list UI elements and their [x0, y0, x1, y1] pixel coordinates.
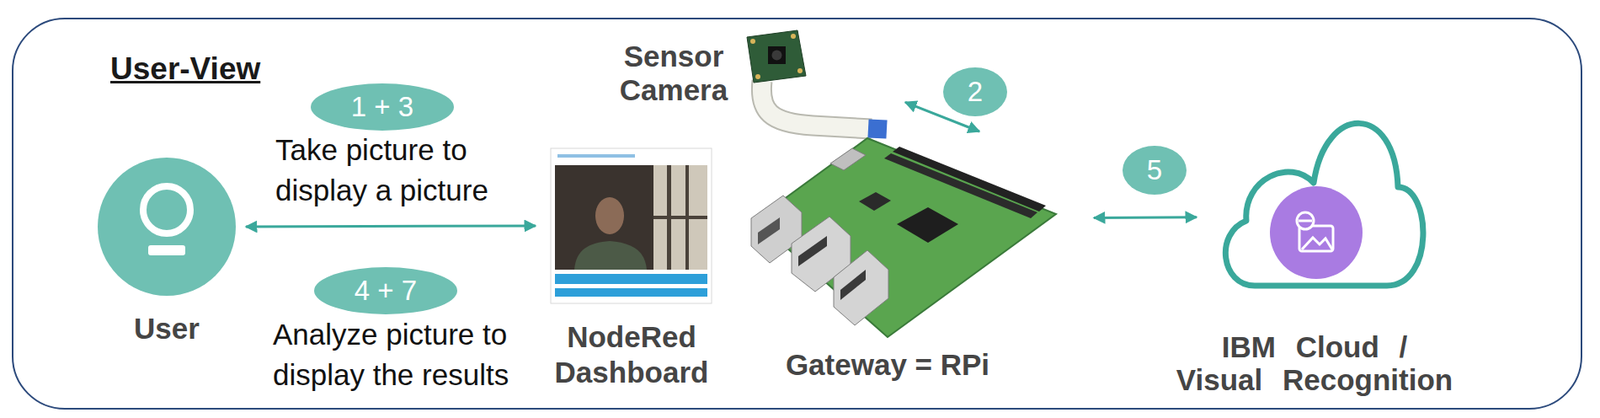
component-label: IBM Cloud / Visual Recognition [1172, 330, 1457, 396]
raspberry-pi-board-part [833, 250, 889, 326]
user-circle: User [97, 157, 236, 296]
cloud-shape: IBM Cloud / Visual Recognition [1214, 106, 1424, 291]
camera-module-part [761, 80, 872, 129]
panel-frame [12, 18, 1582, 409]
component-label: NodeRed Dashboard [547, 319, 716, 390]
double-arrow [1093, 215, 1197, 219]
camera-module [746, 30, 888, 139]
dashboard-screenshot-part [554, 165, 708, 270]
step-description: Take picture to display a picture [275, 129, 520, 211]
visual-recognition-icon-part [1301, 237, 1333, 250]
callout-number: 4 + 7 [354, 275, 417, 306]
dashboard-screenshot-part [554, 288, 708, 297]
dashboard-screenshot-part [653, 215, 708, 219]
visual-recognition-icon-part [1296, 212, 1314, 230]
dashboard-screenshot-part [574, 240, 647, 270]
camera-module-part [755, 74, 761, 80]
node-outline [1214, 106, 1424, 291]
raspberry-pi-board [751, 138, 1056, 337]
dashboard-screenshot-part [550, 148, 712, 304]
component-picture: NodeRed Dashboard [550, 148, 712, 304]
camera-module-part [746, 30, 806, 83]
component-label: User [97, 311, 236, 346]
raspberry-pi-board-part [896, 207, 959, 243]
node-outline [97, 157, 236, 296]
raspberry-pi-board-part [840, 269, 866, 300]
raspberry-pi-board-part [884, 153, 1038, 219]
dashboard-screenshot-part [557, 154, 635, 158]
visual-recognition-icon-part [1269, 186, 1363, 279]
component-picture: Sensor Camera [745, 30, 888, 134]
raspberry-pi-board-part [755, 138, 1056, 337]
dashboard-screenshot [550, 148, 712, 304]
step-number-oval: 1 + 3 [310, 83, 454, 131]
callout-number: 5 [1146, 154, 1163, 186]
raspberry-pi-board-part [830, 148, 866, 171]
step-description: Analyze picture to display the results [272, 314, 526, 395]
dashboard-screenshot-part [653, 165, 708, 270]
camera-module-part [750, 38, 756, 44]
dashboard-screenshot-part [554, 273, 708, 284]
component-picture: Gateway = RPi [749, 138, 1056, 337]
step-number-oval: 4 + 7 [314, 266, 458, 315]
diagram-title: User-View [110, 50, 261, 88]
cloud-outline [1225, 122, 1424, 286]
camera-module-part [797, 68, 803, 74]
raspberry-pi-board-part [892, 146, 1046, 212]
component-label: Gateway = RPi [761, 346, 1014, 383]
oval-shape [310, 83, 454, 131]
visual-recognition-icon [1269, 186, 1363, 279]
camera-module-part [790, 33, 796, 39]
raspberry-pi-board-part [757, 217, 780, 245]
user-base-icon [148, 245, 186, 256]
camera-module-part [867, 118, 887, 139]
step-number-oval: 5 [1122, 145, 1187, 195]
visual-recognition-icon-part [1298, 219, 1312, 223]
camera-module-part [761, 80, 872, 129]
callout-number: 2 [967, 76, 983, 107]
double-arrow [245, 225, 536, 227]
oval-shape [943, 67, 1008, 117]
oval-shape [314, 266, 458, 315]
raspberry-pi-board-part [798, 235, 827, 267]
user-head-icon [143, 186, 191, 234]
component-label: Sensor Camera [610, 39, 737, 107]
callout-number: 1 + 3 [351, 91, 414, 123]
camera-module-part [772, 50, 783, 61]
user-circle-shape [97, 157, 236, 296]
step-number-oval: 2 [943, 67, 1008, 117]
oval-shape [1122, 145, 1187, 195]
raspberry-pi-board-part [858, 192, 891, 211]
dashboard-screenshot-part [595, 197, 624, 235]
camera-module-part [768, 46, 786, 64]
